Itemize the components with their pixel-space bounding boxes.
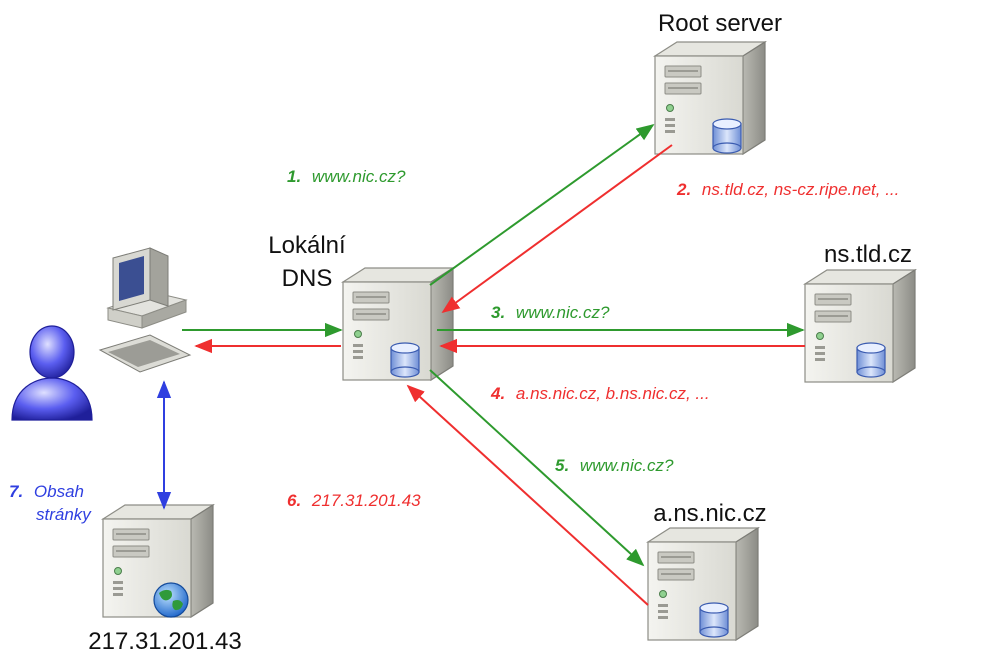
arrow-step5-query [429,369,645,567]
step7-label-line2: stránky [36,505,92,524]
client-computer-icon [98,247,192,373]
step5-text: www.nic.cz? [580,456,674,475]
web-server-icon [102,504,214,618]
local-dns-server-icon [342,267,454,381]
step1-number: 1. [287,167,301,186]
root-server-icon [654,41,766,155]
step7-text-line1: Obsah [34,482,84,501]
web-server-label: 217.31.201.43 [88,628,241,655]
root-server-label: Root server [658,10,782,37]
arrow-step1-query [429,123,655,286]
step3-text: www.nic.cz? [516,303,610,322]
tld-server-label: ns.tld.cz [824,241,912,268]
step2-text: ns.tld.cz, ns-cz.ripe.net, ... [702,180,899,199]
step3-label: 3. www.nic.cz? [491,303,610,322]
step5-label: 5. www.nic.cz? [555,456,674,475]
local-dns-label-line2: DNS [282,265,333,292]
step6-number: 6. [287,491,301,510]
globe-icon [153,582,189,618]
arrow-step2-response [441,144,673,314]
auth-server-icon [647,527,759,641]
step2-number: 2. [676,180,691,199]
step3-number: 3. [491,303,505,322]
step1-text: www.nic.cz? [312,167,406,186]
step5-number: 5. [555,456,569,475]
step6-text: 217.31.201.43 [311,491,421,510]
step4-number: 4. [490,384,505,403]
step4-text: a.ns.nic.cz, b.ns.nic.cz, ... [516,384,710,403]
step2-label: 2. ns.tld.cz, ns-cz.ripe.net, ... [676,180,899,199]
step1-label: 1. www.nic.cz? [287,167,406,186]
local-dns-label-line1: Lokální [268,232,346,259]
arrow-step6-response [406,384,649,606]
step4-label: 4. a.ns.nic.cz, b.ns.nic.cz, ... [490,384,710,403]
step7-number: 7. [9,482,23,501]
step6-label: 6. 217.31.201.43 [287,491,421,510]
auth-server-label: a.ns.nic.cz [653,500,766,527]
user-person-icon [11,325,93,421]
step7-label-line1: 7. Obsah [9,482,84,501]
tld-server-icon [804,269,916,383]
